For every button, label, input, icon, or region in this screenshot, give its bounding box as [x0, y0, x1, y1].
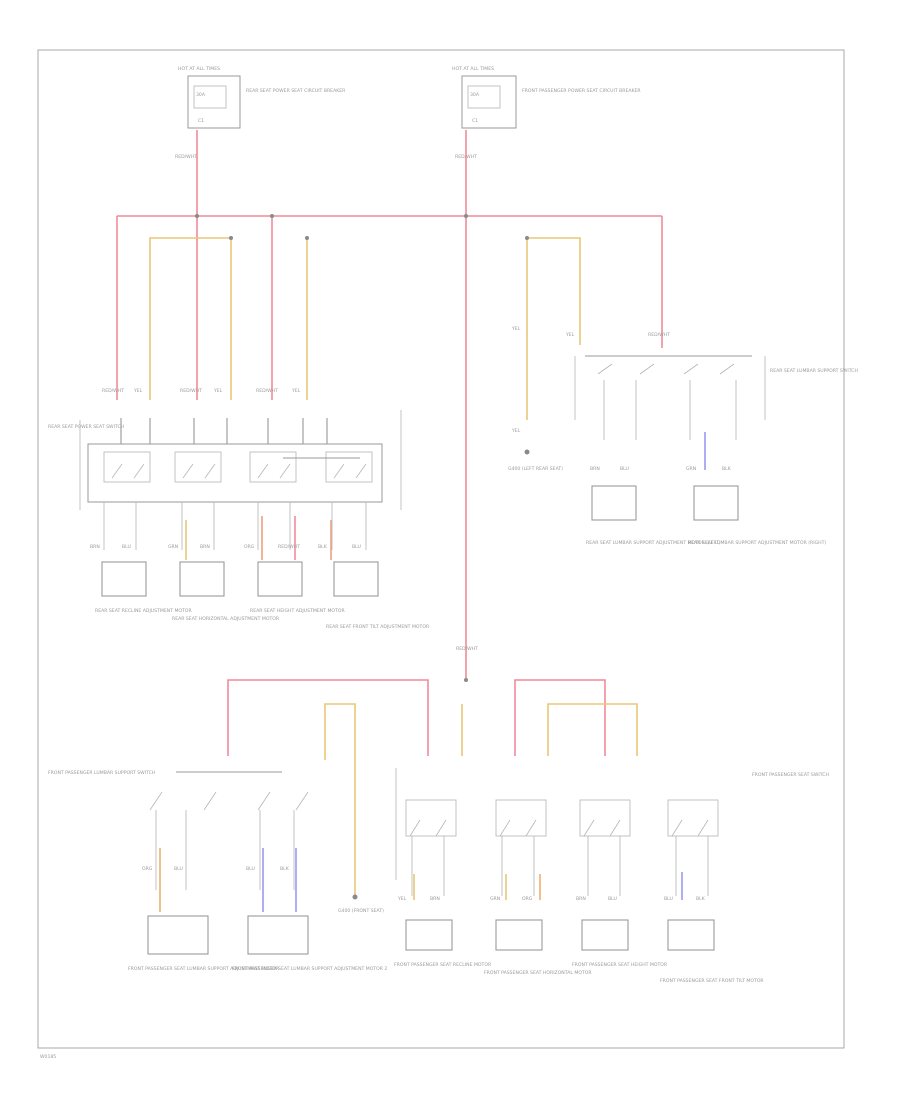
wire-label: BLU	[608, 896, 617, 902]
ground-label: G400 (FRONT SEAT)	[338, 908, 384, 914]
splice-dots	[195, 214, 529, 682]
rear-motor-label: REAR SEAT FRONT TILT ADJUSTMENT MOTOR	[326, 624, 430, 630]
wire-label: GRN	[490, 896, 500, 902]
yellow-wires	[149, 237, 638, 895]
wire-labels-top: RED/WHT YEL RED/WHT YEL RED/WHT YEL YEL …	[102, 326, 670, 652]
rear-seat-switch-block: REAR SEAT POWER SEAT SWITCH	[48, 410, 402, 550]
rear-lumbar-motor-label: REAR SEAT LUMBAR SUPPORT ADJUSTMENT MOTO…	[688, 540, 826, 546]
fuse-right-rating: 30A	[470, 92, 480, 98]
rear-motor-label: REAR SEAT RECLINE ADJUSTMENT MOTOR	[95, 608, 192, 614]
fuse-right-connector: C1	[472, 118, 478, 124]
fuse-left: HOT AT ALL TIMES 30A REAR SEAT POWER SEA…	[175, 66, 346, 160]
rear-motor-label: REAR SEAT HEIGHT ADJUSTMENT MOTOR	[250, 608, 345, 614]
wire-label: BLU	[174, 866, 183, 872]
wire-label: YEL	[291, 388, 301, 394]
wire-label: ORG	[522, 896, 533, 902]
wire-label: RED/WHT	[102, 388, 124, 394]
wire-label: RED/WHT	[648, 332, 670, 338]
rear-lumbar-switch-label: REAR SEAT LUMBAR SUPPORT SWITCH	[770, 368, 858, 374]
front-lumbar-switch-label: FRONT PASSENGER LUMBAR SUPPORT SWITCH	[48, 770, 155, 776]
ground-front: G400 (FRONT SEAT)	[338, 894, 384, 914]
wire-label: ORG	[244, 544, 255, 550]
wire-label: YEL	[511, 428, 521, 434]
fuse-left-name: REAR SEAT POWER SEAT CIRCUIT BREAKER	[246, 88, 346, 94]
front-seat-switch-label: FRONT PASSENGER SEAT SWITCH	[752, 772, 829, 778]
wire-label: YEL	[397, 896, 407, 902]
wire-label: BRN	[200, 544, 210, 550]
wire-label: BLK	[318, 544, 328, 550]
wire-label: RED/WHT	[180, 388, 202, 394]
wire-label: ORG	[142, 866, 153, 872]
fuse-left-connector: C1	[198, 118, 204, 124]
wire-label: GRN	[686, 466, 696, 472]
wire-label: RED/WHT	[456, 646, 478, 652]
fuse-right: HOT AT ALL TIMES 30A FRONT PASSENGER POW…	[452, 66, 641, 160]
wire-label: BLK	[722, 466, 732, 472]
rear-lumbar-switch-block: REAR SEAT LUMBAR SUPPORT SWITCH BRN BLU …	[574, 355, 858, 546]
wire-label: BLU	[122, 544, 131, 550]
wire-label: BRN	[90, 544, 100, 550]
wire-label: BLK	[696, 896, 706, 902]
rear-switch-label: REAR SEAT POWER SEAT SWITCH	[48, 424, 124, 430]
wire-label: GRN	[168, 544, 178, 550]
fuse-left-rating: 30A	[196, 92, 206, 98]
fuse-right-hot-label: HOT AT ALL TIMES	[452, 66, 494, 72]
wire-label: BLU	[352, 544, 361, 550]
wire-label: BRN	[430, 896, 440, 902]
fuse-left-wire: RED/WHT	[175, 154, 197, 160]
front-seat-switch-block: FRONT PASSENGER SEAT SWITCH YEL BRN GRN …	[394, 768, 829, 984]
wire-label: BRN	[590, 466, 600, 472]
wire-labels-rear-lower: BRN BLU GRN BRN ORG RED/WHT BLK BLU	[90, 544, 361, 550]
wire-label: RED/WHT	[278, 544, 300, 550]
wire-label: RED/WHT	[256, 388, 278, 394]
front-seat-motor-label: FRONT PASSENGER SEAT HORIZONTAL MOTOR	[484, 970, 592, 976]
rear-motors: REAR SEAT RECLINE ADJUSTMENT MOTOR REAR …	[95, 561, 430, 630]
diagram-border	[37, 49, 845, 1049]
front-lumbar-switch-block: FRONT PASSENGER LUMBAR SUPPORT SWITCH OR…	[48, 770, 387, 972]
fuse-right-name: FRONT PASSENGER POWER SEAT CIRCUIT BREAK…	[522, 88, 641, 94]
footer-code: W0185	[40, 1054, 56, 1060]
front-lumbar-motor-label: FRONT PASSENGER SEAT LUMBAR SUPPORT ADJU…	[232, 966, 387, 972]
wire-label: BRN	[576, 896, 586, 902]
front-lumbar-motor-label: FRONT PASSENGER SEAT LUMBAR SUPPORT ADJU…	[128, 966, 280, 972]
front-seat-motor-label: FRONT PASSENGER SEAT RECLINE MOTOR	[394, 962, 492, 968]
power-wires	[116, 130, 663, 756]
rear-lumbar-motor-label: REAR SEAT LUMBAR SUPPORT ADJUSTMENT MOTO…	[586, 540, 721, 546]
wire-label: YEL	[133, 388, 143, 394]
wire-label: BLU	[664, 896, 673, 902]
gray-switch-leads	[120, 418, 328, 444]
front-seat-motor-label: FRONT PASSENGER SEAT HEIGHT MOTOR	[572, 962, 668, 968]
wire-label: YEL	[213, 388, 223, 394]
rear-motor-label: REAR SEAT HORIZONTAL ADJUSTMENT MOTOR	[172, 616, 280, 622]
ground-rear: G400 (LEFT REAR SEAT)	[508, 449, 563, 472]
wire-label: YEL	[565, 332, 575, 338]
fuse-left-hot-label: HOT AT ALL TIMES	[178, 66, 220, 72]
wire-label: BLK	[280, 866, 290, 872]
wire-label: YEL	[511, 326, 521, 332]
ground-label: G400 (LEFT REAR SEAT)	[508, 466, 563, 472]
wire-label: BLU	[620, 466, 629, 472]
wire-label: BLU	[246, 866, 255, 872]
accent-leads	[159, 432, 706, 912]
front-seat-motor-label: FRONT PASSENGER SEAT FRONT TILT MOTOR	[660, 978, 764, 984]
